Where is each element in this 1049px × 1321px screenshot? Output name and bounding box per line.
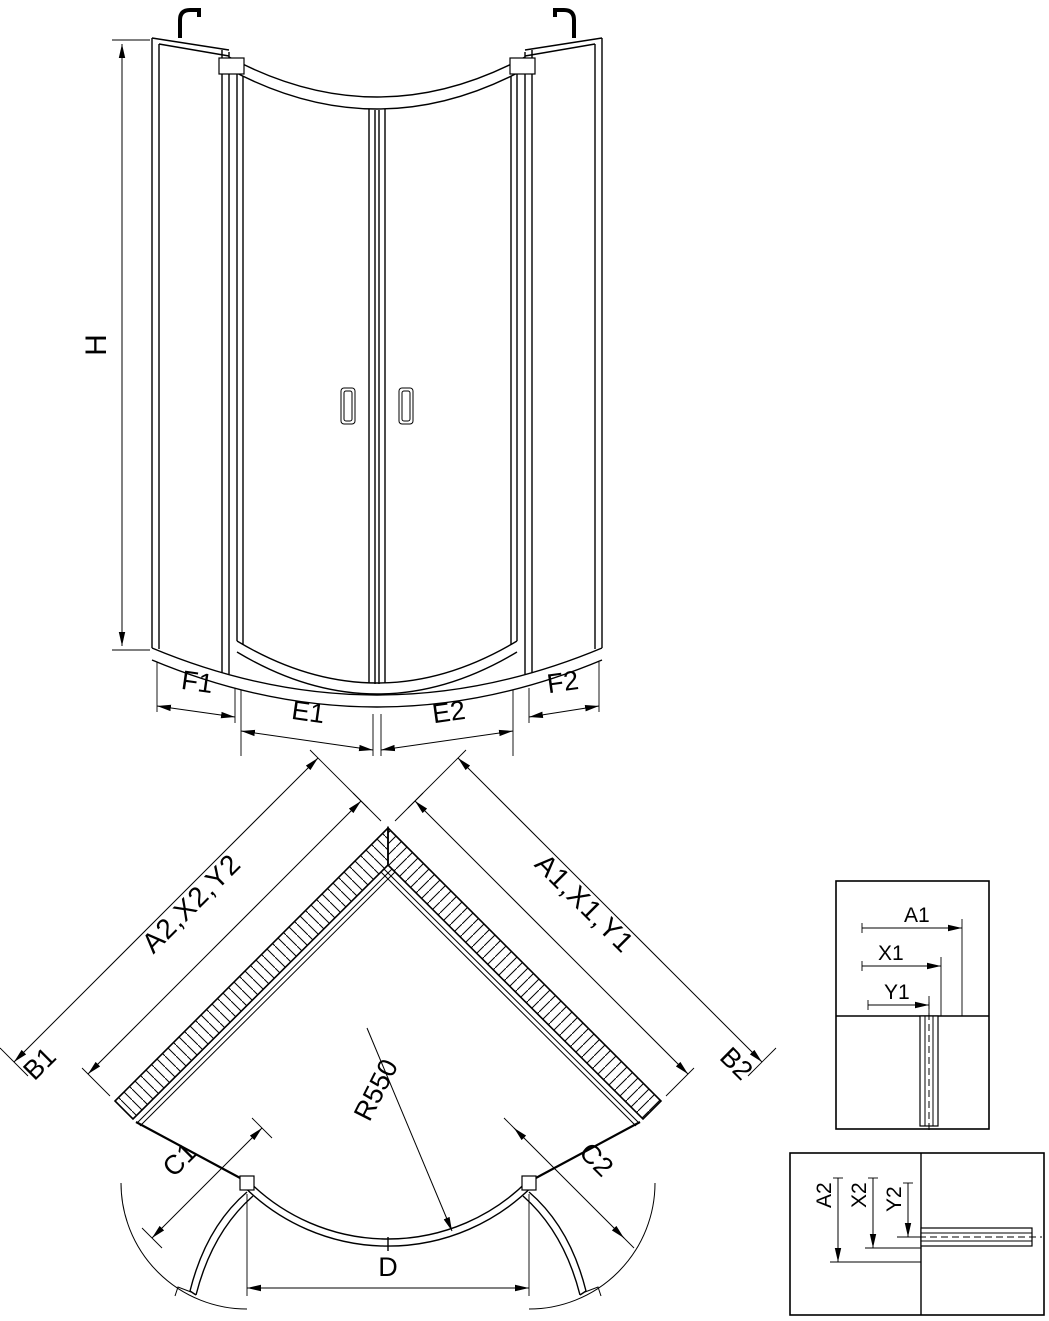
detail-bottom-profile [908,1153,1042,1315]
detail-label-a2: A2 [813,1182,836,1208]
radius-label: R550 [348,1054,404,1125]
dimension-h: H [80,39,150,651]
door-swing-right [522,1182,656,1310]
dim-label-f1: F1 [180,665,215,699]
dim-label-f2: F2 [545,665,580,699]
dim-label-b1: B1 [17,1041,62,1086]
detail-label-x2: X2 [848,1182,871,1208]
dim-label-c1: C1 [157,1137,203,1183]
dim-label-a2x2y2: A2,X2,Y2 [136,848,247,959]
dimension-radius: R550 [348,1027,453,1232]
dimension-e2: E2 [380,690,514,756]
detail-view-top: A1 X1 Y1 [835,880,990,1130]
dimension-d: D [246,1194,530,1296]
hinge-profile-left [239,1175,255,1191]
dimension-e1: E1 [240,690,374,756]
detail-top-dim-x1: X1 [861,942,942,1016]
plan-view: A2,X2,Y2 A1,X1,Y1 B1 B2 C1 [0,749,777,1310]
detail-view-bottom: A2 X2 Y2 [789,1152,1045,1316]
door-handle-left [340,387,356,425]
detail-bottom-dim-a2: A2 [813,1177,921,1263]
dim-label-d: D [378,1252,398,1282]
dim-label-a1x1y1: A1,X1,Y1 [529,848,640,959]
dim-label-b2: B2 [714,1041,759,1086]
wall-left [113,826,389,1121]
dimension-f2: F2 [528,662,600,723]
detail-top-profile [836,1002,989,1130]
detail-top-dim-a1: A1 [861,904,963,1016]
detail-label-y2: Y2 [883,1186,906,1212]
wall-right [387,826,663,1121]
detail-bottom-dim-x2: X2 [848,1177,921,1249]
detail-label-x1: X1 [878,942,904,965]
hinge-bracket-left [218,57,245,75]
hinge-profile-right [521,1175,537,1191]
wall-bracket-left-icon [178,8,201,38]
dimension-a2x2y2: A2,X2,Y2 [81,792,382,1097]
front-view: H F1 E1 E2 F2 [80,8,603,756]
detail-top-dim-y1: Y1 [867,981,930,1016]
detail-label-a1: A1 [904,904,930,927]
detail-bottom-frame [789,1152,1045,1316]
door-swing-left [120,1182,254,1310]
detail-top-frame [835,880,990,1130]
dim-label-h: H [80,334,113,356]
hinge-bracket-right [509,57,536,75]
detail-label-y1: Y1 [884,981,910,1004]
front-frame-lines [151,37,603,708]
dimension-f1: F1 [156,662,236,723]
dim-label-c2: C2 [574,1137,620,1183]
wall-bracket-right-icon [553,8,576,38]
detail-bottom-dim-y2: Y2 [883,1182,921,1238]
dim-label-e2: E2 [430,695,467,729]
door-handle-right [398,387,414,425]
dim-label-e1: E1 [290,695,327,729]
dimension-a1x1y1: A1,X1,Y1 [394,792,695,1097]
